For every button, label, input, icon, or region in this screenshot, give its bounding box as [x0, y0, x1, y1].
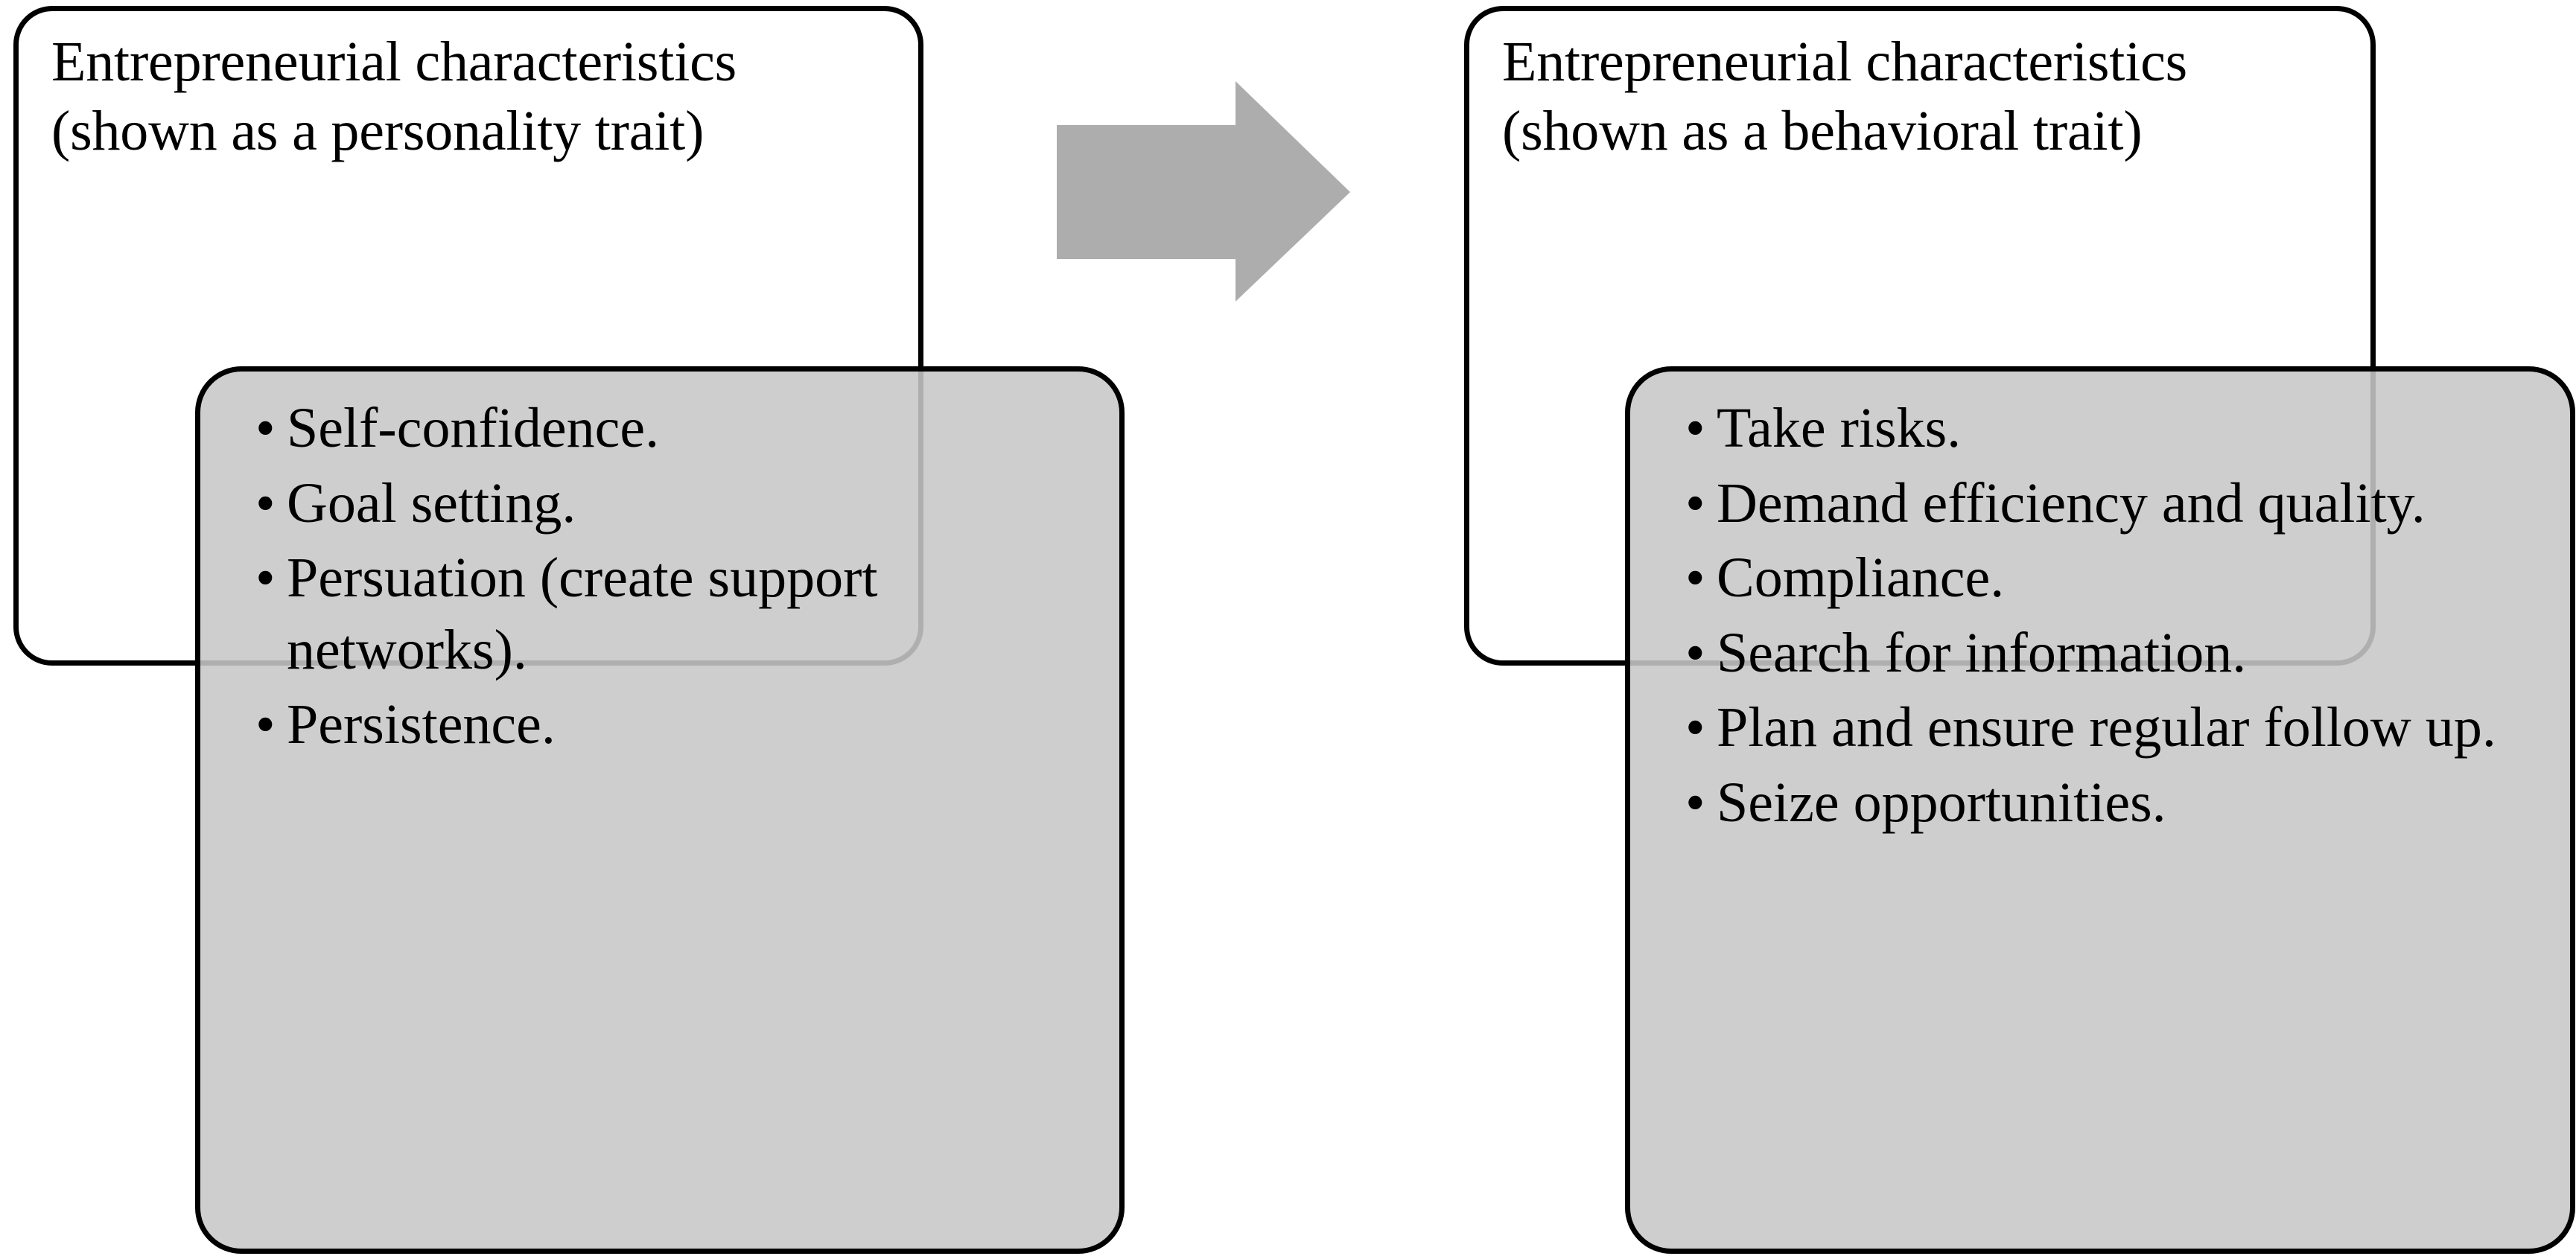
- list-item: •Persuation (create support networks).: [255, 542, 1090, 686]
- list-item-label: Self-confidence.: [287, 397, 660, 459]
- right-block-arrow-shape: [1057, 81, 1350, 302]
- bullet-dot-icon: •: [1685, 621, 1705, 684]
- list-item-label: Persistence.: [287, 693, 556, 756]
- stage-behavioral-list-panel: •Take risks.•Demand efficiency and quali…: [1625, 366, 2575, 1254]
- list-item: •Goal setting.: [255, 468, 1090, 540]
- stage-personality-list-panel: •Self-confidence.•Goal setting.•Persuati…: [195, 366, 1125, 1254]
- bullet-dot-icon: •: [255, 471, 276, 535]
- list-item: •Seize opportunities.: [1685, 767, 2540, 839]
- list-item: •Demand efficiency and quality.: [1685, 468, 2540, 540]
- list-item: •Take risks.: [1685, 392, 2540, 465]
- right-block-arrow-icon: [1055, 79, 1352, 304]
- list-item-label: Demand efficiency and quality.: [1717, 471, 2426, 535]
- list-item-label: Goal setting.: [287, 471, 576, 535]
- list-item-label: Search for information.: [1717, 621, 2247, 684]
- bullet-dot-icon: •: [1685, 397, 1705, 459]
- list-item: •Self-confidence.: [255, 392, 1090, 465]
- list-item: •Persistence.: [255, 689, 1090, 761]
- bullet-dot-icon: •: [1685, 471, 1705, 535]
- stage-behavioral-bullet-list: •Take risks.•Demand efficiency and quali…: [1685, 392, 2540, 841]
- stage-behavioral-title: Entrepreneurial characteristics (shown a…: [1502, 31, 2188, 162]
- bullet-dot-icon: •: [255, 693, 276, 756]
- bullet-dot-icon: •: [255, 546, 276, 610]
- list-item-label: Plan and ensure regular follow up.: [1717, 696, 2496, 759]
- list-item-label: Compliance.: [1717, 546, 2005, 610]
- list-item-label: Persuation (create support networks).: [287, 546, 878, 681]
- stage-personality-bullet-list: •Self-confidence.•Goal setting.•Persuati…: [255, 392, 1090, 764]
- stage-personality-title: Entrepreneurial characteristics (shown a…: [51, 31, 737, 162]
- bullet-dot-icon: •: [1685, 771, 1705, 834]
- bullet-dot-icon: •: [1685, 696, 1705, 759]
- list-item: •Plan and ensure regular follow up.: [1685, 692, 2540, 764]
- list-item: •Search for information.: [1685, 617, 2540, 689]
- arrow-polygon: [1057, 81, 1350, 302]
- bullet-dot-icon: •: [1685, 546, 1705, 610]
- list-item-label: Seize opportunities.: [1717, 771, 2166, 834]
- list-item-label: Take risks.: [1717, 397, 1962, 459]
- bullet-dot-icon: •: [255, 397, 276, 459]
- list-item: •Compliance.: [1685, 542, 2540, 614]
